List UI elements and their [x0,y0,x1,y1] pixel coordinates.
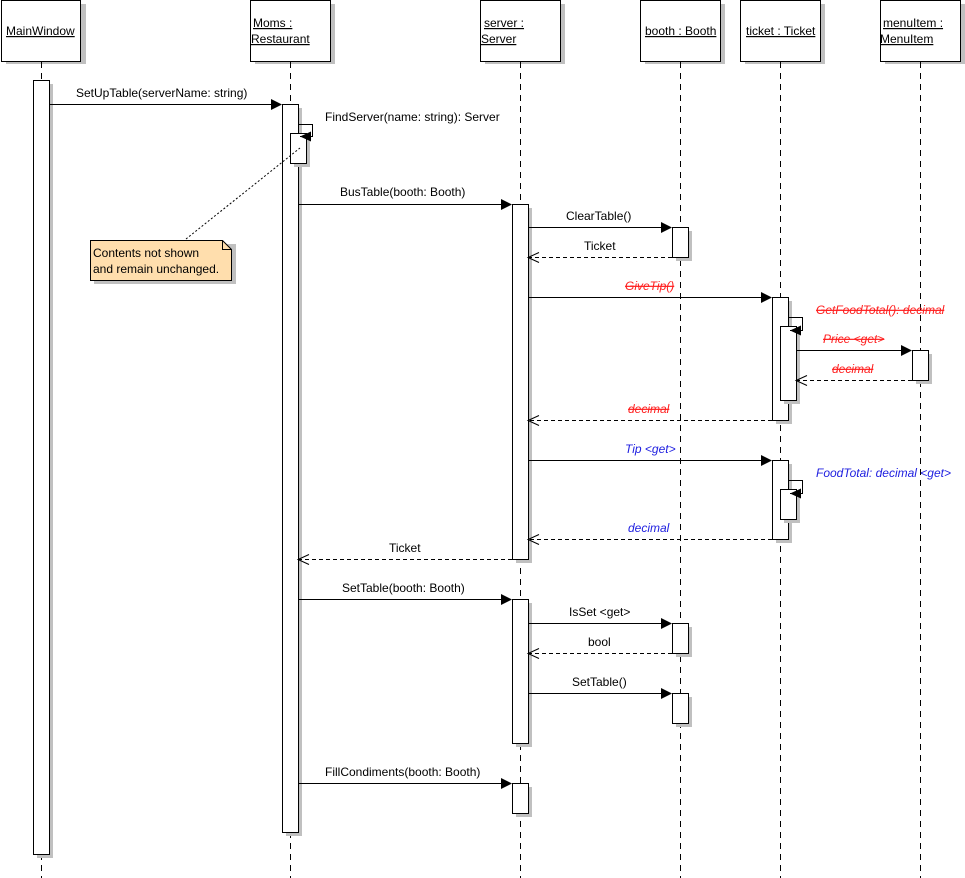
lifeline-label: Moms : [253,16,292,30]
return-message[interactable]: decimal [526,402,772,426]
note-text: and remain unchanged. [93,262,219,276]
activation-bar [512,783,532,817]
lifeline-moms-restaurant[interactable]: Moms : Restaurant [250,0,336,65]
lifeline-label: server : [484,16,524,30]
message-label: Price <get> [823,332,884,346]
lifeline-label: menuItem : [883,16,943,30]
call-message[interactable]: SetTable() [528,675,672,699]
activation-bar [282,104,302,836]
self-message[interactable]: FoodTotal: decimal <get> [788,466,951,499]
activation-bar [290,133,310,167]
call-message[interactable]: SetTable(booth: Booth) [298,581,512,605]
call-message[interactable]: FillCondiments(booth: Booth) [298,765,512,789]
activation-bar [512,599,532,747]
lifeline-label: Restaurant [251,32,310,46]
lifeline-mainwindow[interactable]: MainWindow [1,0,87,65]
activation-bar [672,623,692,657]
activation-bar [780,326,800,404]
message-label: GetFoodTotal(): decimal [816,303,945,317]
message-label: Ticket [584,239,616,253]
message-label: FillCondiments(booth: Booth) [325,765,480,779]
lifeline-label: MenuItem [880,32,933,46]
return-message[interactable]: decimal [794,362,912,386]
message-label: decimal [832,362,874,376]
return-message[interactable]: bool [526,635,672,659]
message-label: SetTable(booth: Booth) [342,581,465,595]
message-label: decimal [628,402,670,416]
message-label: SetTable() [572,675,627,689]
return-message[interactable]: Ticket [296,541,512,565]
activation-bar [512,204,532,563]
activation-bar [672,227,692,261]
call-message[interactable]: ClearTable() [528,209,672,233]
message-label: Ticket [389,541,421,555]
lifeline-label: MainWindow [6,24,75,38]
call-message[interactable]: BusTable(booth: Booth) [298,185,512,210]
message-label: BusTable(booth: Booth) [340,185,465,199]
message-label: Tip <get> [625,442,676,456]
lifeline-server[interactable]: server : Server [480,0,566,65]
call-message[interactable]: Tip <get> [528,442,772,466]
message-label: FindServer(name: string): Server [325,110,500,124]
activation-bar [912,350,932,384]
self-message[interactable]: FindServer(name: string): Server [298,110,500,142]
message-label: ClearTable() [566,209,631,223]
message-label: IsSet <get> [569,605,630,619]
message-label: GiveTip() [625,279,674,293]
message-label: decimal [628,521,670,535]
note[interactable]: Contents not shown and remain unchanged. [90,147,301,284]
call-message[interactable]: IsSet <get> [528,605,672,629]
lifeline-label: Server [481,32,516,46]
message-label: SetUpTable(serverName: string) [76,86,247,100]
note-connector [185,147,301,240]
message-label: bool [588,635,611,649]
activation-bar [780,489,800,523]
lifeline-booth[interactable]: booth : Booth [640,0,726,65]
call-message[interactable]: GiveTip() [528,279,772,303]
activation-bar [672,693,692,727]
note-text: Contents not shown [93,246,199,260]
call-message[interactable]: SetUpTable(serverName: string) [49,86,282,110]
lifeline-label: booth : Booth [645,24,716,38]
lifeline-label: ticket : Ticket [746,24,816,38]
self-message[interactable]: GetFoodTotal(): decimal [788,303,945,336]
message-label: FoodTotal: decimal <get> [816,466,951,480]
activation-bar [33,80,53,858]
return-message[interactable]: decimal [526,521,772,545]
lifeline-menuitem[interactable]: menuItem : MenuItem [880,0,965,65]
lifeline-ticket[interactable]: ticket : Ticket [740,0,826,65]
return-message[interactable]: Ticket [526,239,672,263]
call-message[interactable]: Price <get> [796,332,912,356]
